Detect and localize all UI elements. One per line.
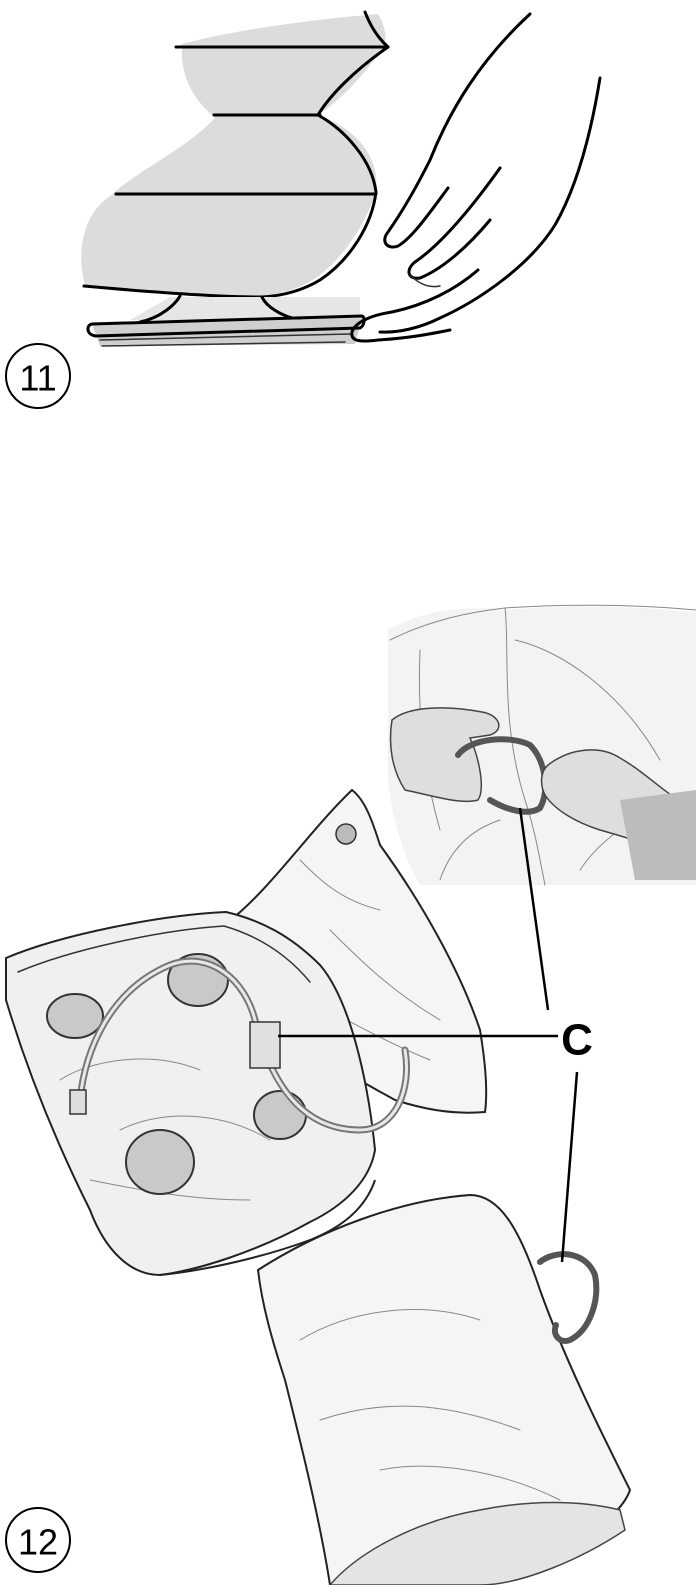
step-12-number: 12	[18, 1522, 58, 1563]
valve-bottom	[126, 1130, 194, 1194]
seat-cushion-stack	[81, 12, 388, 322]
callout-label-c: C	[561, 1016, 593, 1065]
hand-illustration	[352, 14, 600, 341]
step-12-badge: 12	[6, 1508, 70, 1572]
step-11-number: 11	[19, 358, 56, 399]
step-11-badge: 11	[6, 344, 70, 408]
base-plate	[88, 316, 364, 346]
step-11-illustration: 11	[6, 12, 600, 408]
step-12-illustration: C 12	[6, 605, 696, 1585]
valve-right	[254, 1091, 306, 1139]
cushion-cover-closed	[258, 1195, 630, 1585]
valve-top-left	[47, 994, 103, 1038]
inset-hands-pulling-handle	[388, 605, 696, 885]
